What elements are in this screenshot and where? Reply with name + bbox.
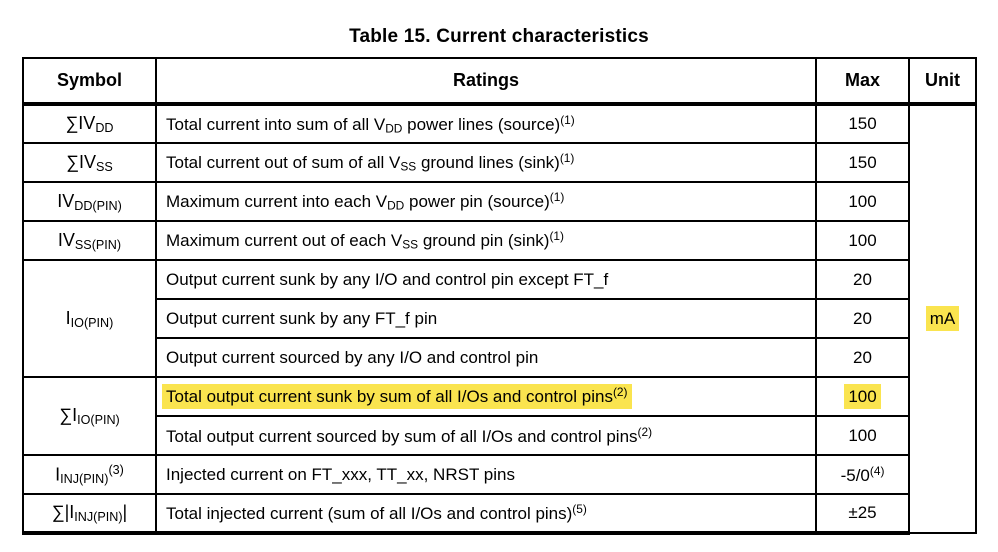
rating-cell: Maximum current into each VDD power pin …	[155, 181, 817, 222]
rating-cell: Output current sunk by any FT_f pin	[155, 298, 817, 339]
symbol-cell: IVSS(PIN)	[22, 220, 157, 261]
unit-cell: mA	[908, 103, 977, 534]
rating-cell: Injected current on FT_xxx, TT_xx, NRST …	[155, 454, 817, 495]
max-cell: ±25	[815, 493, 910, 535]
symbol-cell: ∑IVDD	[22, 103, 157, 144]
table-row: IINJ(PIN)(3)Injected current on FT_xxx, …	[22, 454, 976, 495]
highlight: Total output current sunk by sum of all …	[162, 384, 632, 410]
rating-cell: Total current into sum of all VDD power …	[155, 103, 817, 144]
table-row: ∑|IINJ(PIN)|Total injected current (sum …	[22, 493, 976, 535]
table-row: Total output current sourced by sum of a…	[23, 415, 976, 456]
max-cell: 20	[815, 337, 910, 378]
table-row: Output current sourced by any I/O and co…	[23, 337, 976, 378]
header-ratings: Ratings	[155, 57, 817, 106]
symbol-cell: ∑IVSS	[22, 142, 157, 183]
max-cell: 20	[815, 298, 910, 339]
max-cell: -5/0(4)	[815, 454, 910, 495]
max-cell: 100	[815, 376, 910, 417]
max-cell: 100	[815, 181, 910, 222]
highlight: 100	[844, 383, 881, 409]
table-row: IVDD(PIN)Maximum current into each VDD p…	[22, 181, 976, 222]
max-cell: 150	[815, 103, 910, 144]
symbol-cell: ∑|IINJ(PIN)|	[22, 493, 157, 535]
rating-cell: Output current sunk by any I/O and contr…	[155, 259, 817, 300]
table-row: ∑IIO(PIN)Total output current sunk by su…	[22, 376, 976, 456]
header-symbol: Symbol	[22, 57, 157, 106]
table-title: Table 15. Current characteristics	[349, 26, 649, 47]
table-row: IIO(PIN)Output current sunk by any I/O a…	[22, 259, 976, 378]
table-row: IVSS(PIN)Maximum current out of each VSS…	[22, 220, 976, 261]
header-unit: Unit	[908, 57, 977, 106]
header-max: Max	[815, 57, 910, 106]
rating-cell: Output current sourced by any I/O and co…	[155, 337, 817, 378]
max-cell: 150	[815, 142, 910, 183]
header-row: Symbol Ratings Max Unit	[22, 57, 977, 106]
max-cell: 100	[815, 415, 910, 456]
symbol-cell: IINJ(PIN)(3)	[22, 454, 157, 495]
max-cell: 20	[815, 259, 910, 300]
rating-cell: Total output current sourced by sum of a…	[155, 415, 817, 456]
symbol-cell: IIO(PIN)	[22, 259, 157, 378]
rating-cell: Maximum current out of each VSS ground p…	[155, 220, 817, 261]
highlight: mA	[925, 306, 960, 331]
rating-cell: Total injected current (sum of all I/Os …	[155, 493, 817, 535]
symbol-cell: ∑IIO(PIN)	[22, 376, 157, 456]
max-cell: 100	[815, 220, 910, 261]
table-header: Symbol Ratings Max Unit	[22, 57, 977, 106]
symbol-cell: IVDD(PIN)	[22, 181, 157, 222]
rating-cell: Total current out of sum of all VSS grou…	[155, 142, 817, 183]
rating-cell: Total output current sunk by sum of all …	[155, 376, 817, 417]
